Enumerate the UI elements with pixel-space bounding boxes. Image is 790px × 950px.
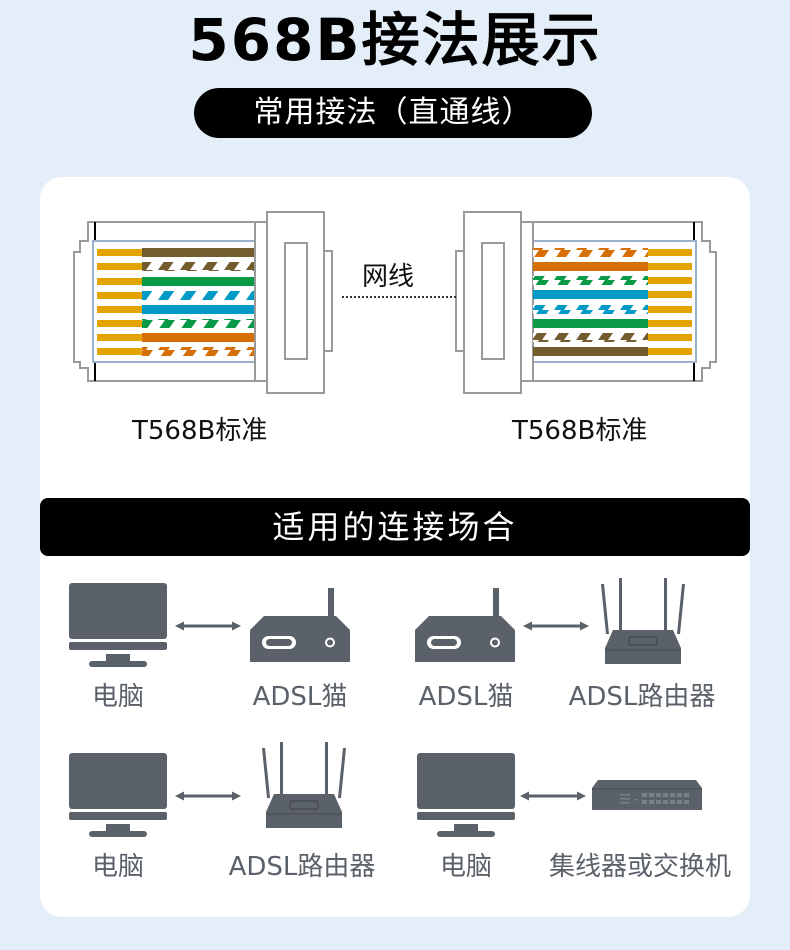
right-wires: [533, 248, 692, 356]
router-icon: [601, 578, 685, 666]
monitor-icon: [69, 583, 167, 669]
bidirectional-arrow-icon: [175, 621, 241, 631]
scenario-4-left-label: 电脑: [439, 852, 493, 882]
rj45-wiring-diagram: [73, 211, 717, 394]
scenario-4-right-label: 集线器或交换机: [548, 852, 732, 882]
subtitle-pill: 常用接法（直通线）: [194, 88, 592, 138]
cable-label: 网线: [362, 262, 415, 292]
right-standard-label: T568B标准: [512, 416, 648, 446]
scenario-3-right-label: ADSL路由器: [228, 852, 376, 882]
page-title: 568B接法展示: [188, 6, 602, 74]
scenario-2-left-label: ADSL猫: [418, 682, 514, 712]
scenario-2-right-label: ADSL路由器: [568, 682, 716, 712]
bidirectional-arrow-icon: [523, 621, 589, 631]
scenario-1-right-label: ADSL猫: [252, 682, 348, 712]
adsl-modem-icon: [415, 588, 515, 664]
scenario-1-left-label: 电脑: [91, 682, 145, 712]
monitor-icon: [417, 753, 515, 839]
bidirectional-arrow-icon: [175, 791, 241, 801]
scenarios-banner: 适用的连接场合: [40, 498, 750, 556]
left-wires: [97, 248, 254, 356]
adsl-modem-icon: [250, 588, 350, 664]
bidirectional-arrow-icon: [520, 791, 586, 801]
left-standard-label: T568B标准: [132, 416, 268, 446]
right-connector: [455, 211, 717, 394]
scenario-3-left-label: 电脑: [91, 852, 145, 882]
router-icon: [262, 742, 346, 830]
cable-dotted-line: [342, 296, 456, 298]
monitor-icon: [69, 753, 167, 839]
left-connector: [73, 211, 333, 394]
switch-icon: [592, 780, 702, 812]
